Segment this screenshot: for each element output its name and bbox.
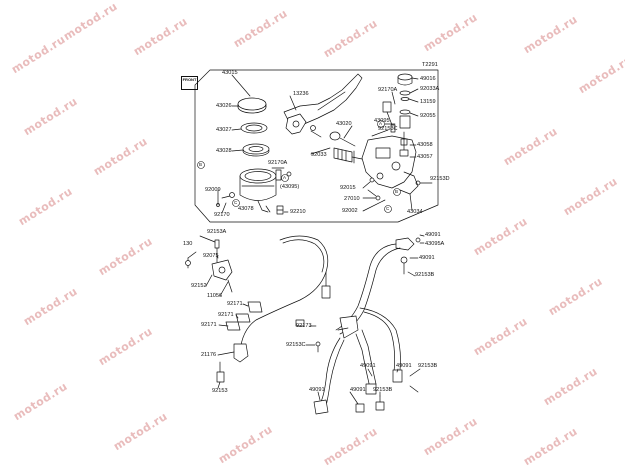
part-label: 92170A (378, 87, 398, 93)
part-label: 92171 (218, 312, 234, 318)
part-label: 92153 (212, 388, 228, 394)
part-label: 92171 (227, 301, 243, 307)
part-label: 43078 (238, 206, 254, 212)
part-label: 92015 (340, 185, 356, 191)
part-label: 43027 (216, 127, 232, 133)
part-label: 92075 (203, 253, 219, 259)
front-direction-marker: FRONT (181, 76, 198, 90)
part-label: 92033 (311, 152, 327, 158)
assembly-frame (194, 69, 439, 223)
part-label: 43095A (425, 241, 445, 247)
marker-letter: B (199, 162, 203, 167)
part-label: 43028 (216, 148, 232, 154)
part-label: 49091 (419, 255, 435, 261)
marker-letter: A (379, 121, 383, 126)
part-label: 92170A (268, 160, 288, 166)
part-label: 43026 (216, 103, 232, 109)
marker-letter: B (395, 189, 399, 194)
marker-circle (232, 199, 240, 207)
part-label: 92002 (342, 208, 358, 214)
part-label: 13236 (293, 91, 309, 97)
part-label: 43015 (222, 70, 238, 76)
part-label: 92153B (418, 363, 438, 369)
part-label: 92171 (201, 322, 217, 328)
part-label: 49091 (396, 363, 412, 369)
part-label: 92153C (378, 126, 398, 132)
part-label: 49091 (309, 387, 325, 393)
marker-circle (377, 120, 385, 128)
part-label: 13159 (420, 99, 436, 105)
part-label: 92153A (207, 229, 227, 235)
part-label: 49091 (425, 232, 441, 238)
part-label: 11056 (207, 293, 223, 299)
part-label: 92173 (296, 323, 312, 329)
part-label: 92055 (420, 113, 436, 119)
marker-letter: C (386, 206, 390, 211)
part-label: 92153B (373, 387, 393, 393)
part-label: 43020 (336, 121, 352, 127)
marker-circle (393, 188, 401, 196)
marker-circle (281, 174, 289, 182)
part-label: 92153C (286, 342, 306, 348)
part-label: 43095 (374, 118, 390, 124)
part-label: 92210 (290, 209, 306, 215)
part-label: 92152 (191, 283, 207, 289)
diagram-ref-code: T2291 (422, 62, 438, 68)
part-label: 21176 (201, 352, 217, 358)
marker-letter: C (234, 200, 238, 205)
part-label: 92153D (430, 176, 450, 182)
part-label: 43058 (417, 142, 433, 148)
part-label: 27010 (344, 196, 360, 202)
marker-circle (197, 161, 205, 169)
marker-letter: A (283, 175, 287, 180)
part-label: 92009 (205, 187, 221, 193)
part-label: 92170 (214, 212, 230, 218)
part-label: 92033A (420, 86, 440, 92)
part-label: 92153B (415, 272, 435, 278)
part-label: 130 (183, 241, 193, 247)
part-label: (43095) (280, 184, 300, 190)
part-label: 49091 (350, 387, 366, 393)
part-label: 49016 (420, 76, 436, 82)
marker-circle (384, 205, 392, 213)
part-label: 43057 (417, 154, 433, 160)
part-label: 43034 (407, 209, 423, 215)
part-label: 49091 (360, 363, 376, 369)
